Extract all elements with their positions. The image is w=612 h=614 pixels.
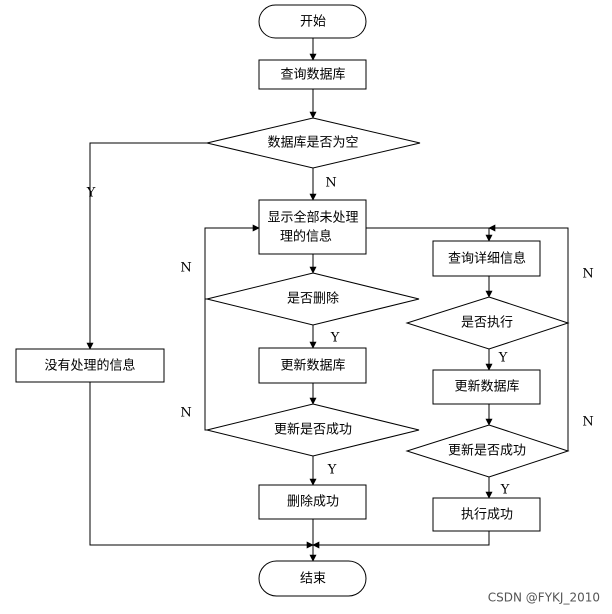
edge-execq-no-loop	[488, 224, 569, 323]
node-delete-label: 是否删除	[287, 292, 339, 307]
node-query-detail: 查询详细信息	[432, 240, 541, 277]
node-end-label: 结束	[300, 572, 326, 587]
node-success-2-label: 更新是否成功	[448, 443, 526, 459]
edge-empty-noinfo	[86, 142, 207, 350]
label-n-empty: N	[325, 176, 336, 191]
node-query-detail-label: 查询详细信息	[448, 251, 526, 267]
connectors	[86, 38, 569, 562]
edge-success1-no-loop	[204, 299, 207, 431]
label-y-success-1: Y	[327, 463, 337, 478]
edge-deleteq-no-loop	[204, 224, 260, 300]
node-success-1-label: 更新是否成功	[274, 422, 352, 438]
node-start: 开始	[258, 4, 367, 39]
label-n-exec: N	[582, 267, 593, 282]
label-n-success-1: N	[180, 406, 191, 421]
node-update-db-2-label: 更新数据库	[454, 379, 519, 395]
label-y-exec: Y	[498, 351, 508, 366]
node-no-info: 没有处理的信息	[15, 348, 165, 383]
node-exec-decision: 是否执行	[405, 296, 570, 350]
node-exec-ok-label: 执行成功	[461, 508, 513, 523]
edge-execok-merge	[312, 531, 490, 549]
node-update-db-2: 更新数据库	[432, 369, 541, 405]
label-y-empty: Y	[86, 186, 96, 201]
branch-labels: Y N N Y N Y N Y N Y	[86, 176, 594, 498]
node-no-info-label: 没有处理的信息	[44, 358, 135, 374]
node-show-all-label-2: 理的信息	[280, 229, 332, 245]
node-db-empty-decision: 数据库是否为空	[206, 117, 421, 169]
label-n-delete: N	[180, 261, 191, 276]
node-exec-label: 是否执行	[461, 316, 513, 331]
node-show-all: 显示全部未处理 理的信息	[258, 199, 367, 255]
node-end: 结束	[258, 560, 367, 597]
node-delete-decision: 是否删除	[206, 272, 420, 326]
node-update-db-1-label: 更新数据库	[280, 358, 345, 374]
label-y-delete: Y	[330, 331, 340, 346]
node-query-db: 查询数据库	[258, 59, 367, 90]
watermark: CSDN @FYKJ_2010	[488, 591, 600, 605]
node-delete-ok: 删除成功	[258, 484, 367, 520]
node-success-decision-2: 更新是否成功	[405, 424, 570, 478]
edge-noinfo-end	[89, 382, 314, 549]
label-n-success-2: N	[582, 415, 593, 430]
node-update-db-1: 更新数据库	[258, 347, 367, 384]
node-delete-ok-label: 删除成功	[287, 495, 339, 510]
label-y-success-2: Y	[500, 483, 510, 498]
node-exec-ok: 执行成功	[432, 497, 541, 532]
node-start-label: 开始	[300, 15, 326, 30]
node-show-all-label-1: 显示全部未处理	[267, 210, 358, 226]
node-success-decision-1: 更新是否成功	[206, 403, 420, 457]
node-query-db-label: 查询数据库	[280, 67, 345, 83]
node-db-empty-label: 数据库是否为空	[267, 135, 358, 151]
